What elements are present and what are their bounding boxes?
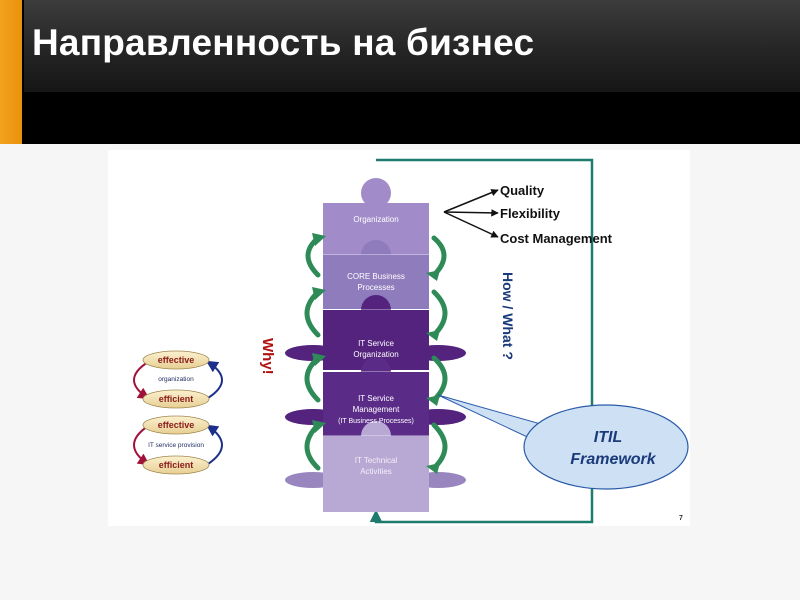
- layer-label-it-technical: IT Technical: [355, 456, 398, 465]
- cycle-arrow-left-it: [133, 425, 150, 466]
- page-number: 7: [679, 515, 683, 522]
- stack-divider-2: [323, 309, 429, 310]
- fan-line-quality: [443, 189, 499, 213]
- green-arrow-right-3: [431, 355, 448, 403]
- puzzle-knob-it-technical: [361, 421, 391, 451]
- itil-callout-line2: Framework: [570, 451, 656, 468]
- slide-title: Направленность на бизнес: [32, 22, 535, 63]
- layer-label-it-service-mgmt-line3: (IT Business Processes): [338, 418, 414, 425]
- fan-line-flexibility: [443, 209, 499, 217]
- accent-bar: [0, 0, 22, 144]
- pill-effective-2: [142, 415, 210, 435]
- puzzle-knob-it-org: [361, 295, 391, 325]
- green-arrowhead-left-1: [312, 233, 326, 246]
- layer-label-it-service-org: IT Service: [358, 339, 394, 348]
- layer-label-core-business: CORE Business: [347, 272, 405, 281]
- outcome-cost-management: Cost Management: [500, 231, 613, 246]
- puzzle-knob-core: [361, 240, 391, 270]
- pill-efficient-1: [142, 389, 210, 409]
- fan-line-cost: [443, 211, 499, 238]
- pill-effective-1: [142, 350, 210, 370]
- why-label: Why!: [259, 338, 276, 375]
- pill-efficient-2-label: efficient: [159, 460, 194, 470]
- green-arrowhead-right-4: [426, 463, 440, 474]
- caption-organization: organization: [158, 376, 194, 383]
- layer-label-it-technical-line2: Activities: [360, 467, 392, 476]
- header-bar: Направленность на бизнес: [0, 0, 800, 144]
- pill-effective-2-label: effective: [158, 420, 195, 430]
- green-arrow-right-2: [431, 289, 448, 338]
- puzzle-stack: [323, 178, 429, 512]
- layer-label-organization: Organization: [353, 215, 398, 224]
- layer-label-it-service-org-line2: Organization: [353, 350, 398, 359]
- header-gradient: [24, 0, 800, 92]
- itil-callout-line1: ITIL: [594, 429, 622, 446]
- green-arrowhead-left-4: [312, 420, 326, 433]
- green-arrowhead-right-3: [426, 395, 440, 406]
- outcome-flexibility: Flexibility: [500, 206, 561, 221]
- layer-label-it-service-mgmt: IT Service: [358, 394, 394, 403]
- green-arrowhead-right-2: [426, 330, 440, 341]
- pill-efficient-1-label: efficient: [159, 394, 194, 404]
- stack-divider-3: [323, 371, 429, 372]
- itil-callout: [523, 404, 689, 490]
- green-arrow-right-1: [431, 235, 447, 278]
- stack-divider-4: [323, 435, 429, 436]
- puzzle-knob-it-mgmt: [361, 357, 391, 387]
- stack-divider-1: [323, 254, 429, 255]
- layer-label-it-service-mgmt-line2: Management: [353, 405, 400, 414]
- layer-label-core-business-line2: Processes: [357, 283, 394, 292]
- pill-effective-1-label: effective: [158, 355, 195, 365]
- cycle-arrow-right-org: [205, 360, 223, 399]
- how-what-label: How / What ?: [500, 272, 516, 360]
- cycle-arrow-left-org: [133, 361, 151, 400]
- green-arrowhead-right-1: [426, 270, 440, 281]
- cycle-arrow-right-it: [206, 424, 223, 465]
- puzzle-top-knob: [361, 178, 391, 208]
- outcome-quality: Quality: [500, 183, 545, 198]
- green-arrowhead-left-3: [312, 353, 326, 366]
- business-alignment-diagram: Organization CORE Business Processes IT …: [108, 150, 690, 526]
- feedback-frame-line: [369, 158, 594, 524]
- pill-efficient-2: [142, 455, 210, 475]
- caption-it-service-provision: IT service provision: [148, 442, 204, 449]
- green-arrow-right-4: [431, 422, 448, 471]
- green-arrowhead-left-2: [312, 287, 326, 300]
